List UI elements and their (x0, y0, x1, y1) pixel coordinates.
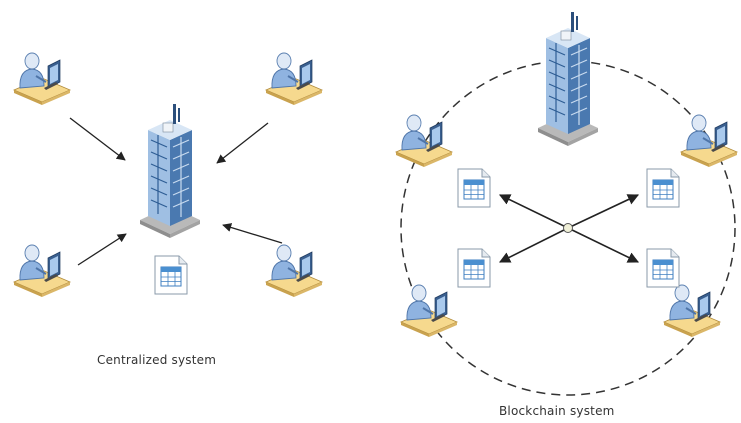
blockchain-system-caption: Blockchain system (499, 404, 615, 418)
ledger-document-icon (457, 168, 491, 208)
user-workstation-icon (265, 244, 323, 298)
arrow-icon (498, 227, 569, 263)
arrow-icon (567, 227, 640, 263)
user-workstation-icon (395, 114, 453, 168)
user-workstation-icon (13, 52, 71, 106)
ledger-document-icon (646, 248, 680, 288)
office-building-icon (139, 103, 201, 239)
centralized-system-caption: Centralized system (97, 353, 217, 367)
user-workstation-icon (663, 284, 721, 338)
arrow-icon (222, 223, 283, 244)
user-workstation-icon (13, 244, 71, 298)
blockchain-system (395, 11, 738, 396)
hub-node-icon (563, 223, 573, 233)
user-workstation-icon (400, 284, 458, 338)
arrow-icon (69, 117, 126, 161)
user-workstation-icon (680, 114, 738, 168)
ledger-document-icon (457, 248, 491, 288)
user-workstation-icon (265, 52, 323, 106)
arrow-icon (77, 233, 127, 266)
arrow-icon (216, 122, 269, 164)
ledger-document-icon (154, 255, 188, 295)
centralized-system (13, 52, 323, 298)
office-building-icon (537, 11, 599, 147)
arrow-icon (567, 194, 640, 229)
arrow-icon (498, 194, 569, 229)
ledger-document-icon (646, 168, 680, 208)
